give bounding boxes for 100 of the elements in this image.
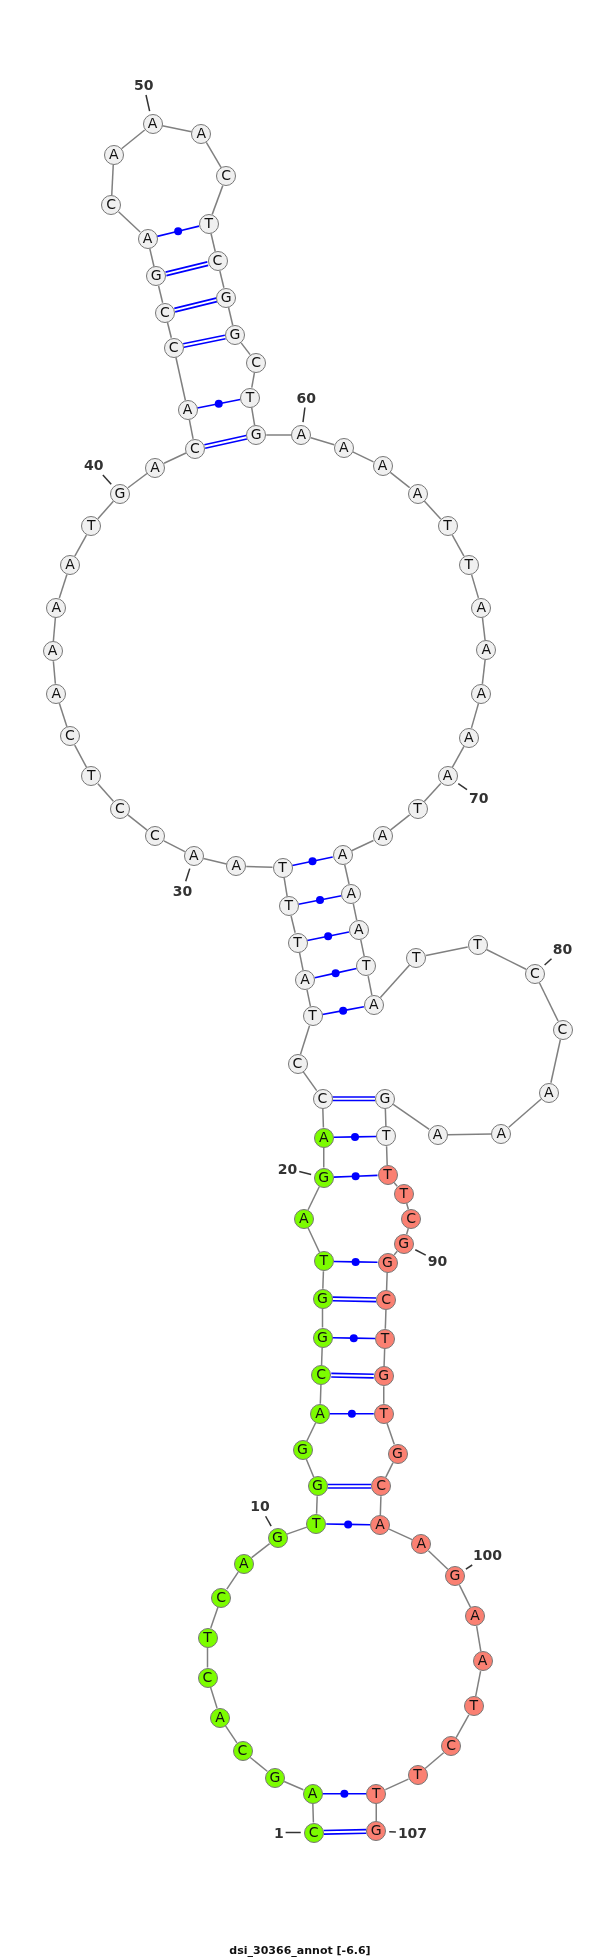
backbone-line [74, 534, 88, 557]
backbone-line [474, 1670, 482, 1698]
nucleotide: C [401, 1208, 422, 1229]
backbone-line [350, 839, 375, 852]
backbone-line [455, 1714, 470, 1739]
nucleotide: T [302, 1006, 323, 1027]
nucleotide: T [278, 896, 299, 917]
nucleotide: C [303, 1822, 324, 1843]
nucleotide: A [411, 1533, 432, 1554]
nucleotide: G [445, 1566, 465, 1587]
nucleotide: G [265, 1767, 285, 1788]
nucleotide: A [370, 1515, 390, 1535]
backbone-line [298, 951, 304, 971]
nucleotide: A [471, 597, 492, 618]
backbone-line [52, 616, 57, 643]
nucleotide: A [476, 640, 497, 660]
backbone-line [73, 744, 88, 769]
backbone-line [283, 876, 288, 898]
backbone-line [379, 964, 411, 999]
position-number: 50 [134, 77, 154, 93]
nucleotide: G [225, 325, 245, 345]
backbone-line [508, 1098, 542, 1128]
nucleotide: A [103, 145, 124, 165]
base-pair-line [330, 1372, 375, 1379]
backbone-line [58, 573, 68, 599]
nucleotide: A [407, 483, 428, 504]
backbone-line [389, 471, 411, 489]
nucleotide: G [373, 1366, 394, 1387]
backbone-line [163, 840, 186, 853]
backbone-line [481, 659, 486, 685]
base-pair-line [332, 1135, 378, 1139]
position-number: 80 [552, 940, 573, 957]
nucleotide: G [146, 266, 167, 287]
nucleotide: A [210, 1707, 230, 1728]
nucleotide: C [185, 438, 205, 459]
backbone-line [307, 1227, 321, 1253]
nucleotide: C [216, 166, 237, 187]
backbone-line [219, 270, 225, 289]
nucleotide: A [341, 883, 362, 904]
nucleotide: G [246, 425, 267, 445]
base-pair-line [331, 1336, 376, 1340]
base-pair-line [322, 1828, 368, 1835]
backbone-line [206, 1646, 209, 1669]
nucleotide: G [216, 287, 237, 308]
backbone-line [205, 141, 222, 169]
backbone-line [265, 434, 292, 436]
backbone-line [385, 1271, 388, 1291]
backbone-line [538, 982, 559, 1022]
nucleotide: T [356, 956, 377, 977]
backbone-line [224, 1725, 238, 1744]
backbone-line [388, 1528, 413, 1541]
nucleotide: A [313, 1127, 334, 1148]
nucleotide: G [292, 1440, 313, 1460]
nucleotide: A [233, 1553, 254, 1574]
backbone-line [385, 1145, 388, 1166]
backbone-line [250, 1542, 271, 1559]
nucleotide: A [60, 555, 80, 575]
backbone-line [451, 745, 465, 769]
position-number: 30 [172, 883, 193, 900]
nucleotide: A [226, 856, 247, 877]
nucleotide: T [306, 1513, 327, 1534]
backbone-line [210, 1606, 219, 1629]
position-number: 40 [84, 457, 104, 473]
base-pair-line [321, 1792, 368, 1795]
nucleotide: A [372, 826, 393, 847]
nucleotide: T [406, 947, 427, 968]
nucleotide: T [376, 1126, 397, 1147]
nucleotide: T [240, 387, 260, 408]
backbone-line [175, 356, 187, 401]
backbone-line [202, 857, 228, 865]
nucleotide: T [81, 516, 102, 537]
backbone-line [127, 472, 148, 489]
base-pair-line [331, 1296, 378, 1303]
nucleotide: C [211, 1587, 232, 1608]
backbone-line [343, 864, 350, 885]
backbone-line [111, 164, 114, 196]
backbone-line [427, 1549, 449, 1571]
base-pair-line [326, 1483, 373, 1489]
base-pair-line [182, 334, 227, 349]
backbone-line [127, 814, 148, 831]
nucleotide: T [463, 1696, 484, 1717]
nucleotide: C [552, 1020, 573, 1040]
backbone-line [367, 975, 373, 996]
base-pair-line [313, 967, 358, 979]
nucleotide: C [441, 1736, 462, 1757]
backbone-line [240, 342, 251, 356]
backbone-line [550, 1039, 562, 1084]
leader-line [543, 958, 553, 966]
nucleotide: A [437, 766, 458, 787]
backbone-line [451, 534, 465, 557]
backbone-line [250, 406, 256, 426]
nucleotide: A [177, 400, 198, 420]
backbone-line [424, 1752, 445, 1770]
nucleotide: G [312, 1327, 333, 1348]
nucleotide: A [137, 228, 158, 249]
backbone-line [384, 1778, 410, 1791]
base-pair-line [173, 297, 218, 313]
nucleotide: T [407, 798, 428, 819]
nucleotide: A [183, 846, 204, 867]
nucleotide: A [293, 1208, 314, 1229]
